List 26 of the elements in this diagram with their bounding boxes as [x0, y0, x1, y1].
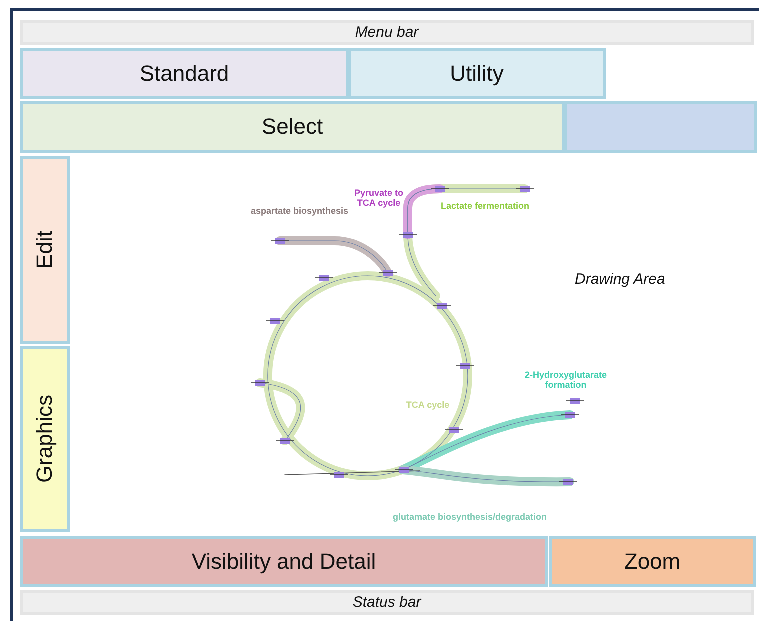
- toolbar-panel: [20, 48, 349, 99]
- toolbar-panel: [20, 346, 70, 532]
- panel-label: Edit: [32, 231, 58, 269]
- panel-label: Graphics: [32, 394, 58, 484]
- toolbar-panel: [20, 101, 565, 153]
- toolbar-panel: [549, 536, 756, 587]
- panel-label: Zoom: [624, 548, 681, 574]
- toolbar-strip: [20, 20, 754, 45]
- pathway-label: glutamate biosynthesis/degradation: [393, 512, 548, 522]
- toolbar-panel: [348, 48, 606, 99]
- pathway-label: Lactate fermentation: [441, 201, 530, 212]
- panel-label: Standard: [140, 60, 230, 86]
- panel-label: Utility: [450, 60, 504, 86]
- bar-label: Menu bar: [355, 24, 419, 41]
- pathway-label: TCA cycle: [405, 400, 451, 410]
- bar-label: Status bar: [352, 594, 422, 611]
- panel-label: Select: [262, 114, 324, 140]
- pathway-label: Pyruvate to TCA cycle: [353, 188, 405, 209]
- toolbar-panel: [20, 536, 548, 587]
- toolbar-strip: [20, 590, 754, 615]
- panel-label: Visibility and Detail: [192, 548, 376, 574]
- toolbar-panel: [20, 156, 70, 344]
- pathway-label: aspartate biosynthesis: [251, 206, 349, 216]
- area-label: Drawing Area: [575, 271, 666, 288]
- toolbar-panel: [564, 101, 757, 153]
- pathway-label: 2-Hydroxyglutarate formation: [524, 370, 608, 391]
